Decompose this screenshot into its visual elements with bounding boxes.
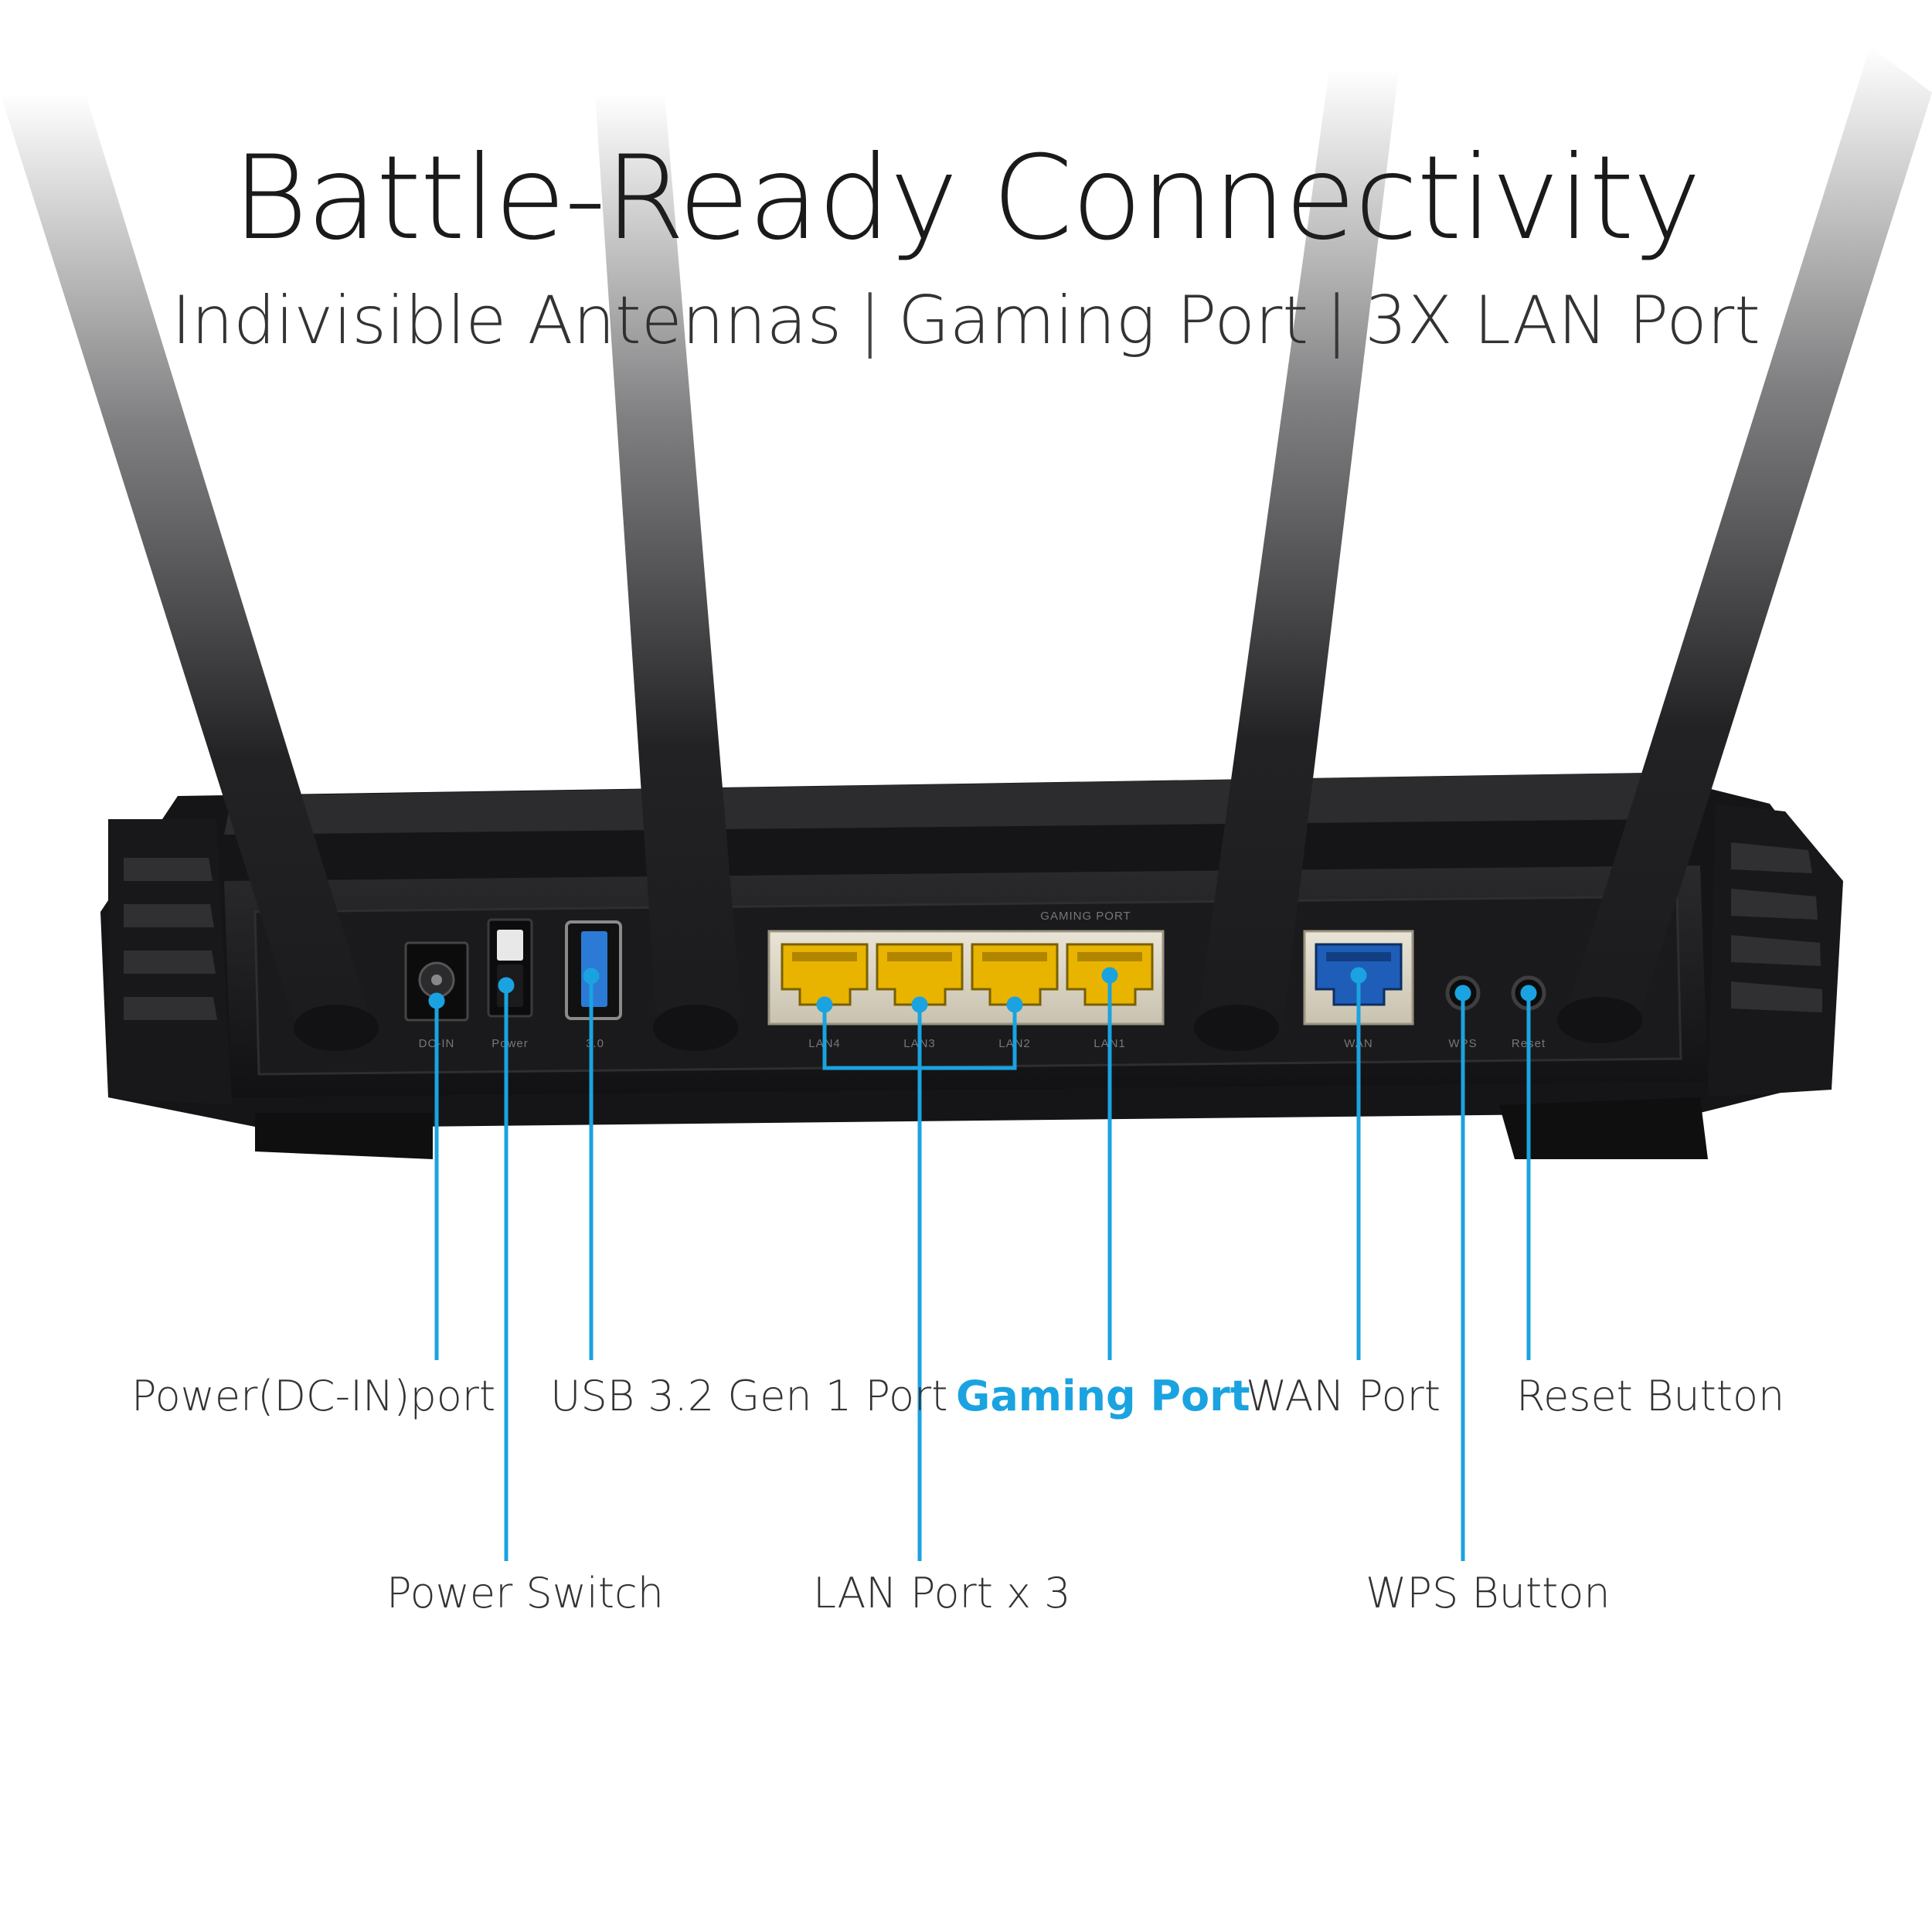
power-switch xyxy=(487,918,533,1018)
callout-lines xyxy=(428,967,1537,1561)
lan-port-4 xyxy=(781,943,869,1006)
dcin-port xyxy=(404,941,469,1022)
callout-power-switch: Power Switch xyxy=(386,1569,664,1617)
callout-wps-button: WPS Button xyxy=(1366,1569,1611,1617)
callout-lan-ports: LAN Port x 3 xyxy=(813,1569,1071,1617)
callout-gaming-port: Gaming Port xyxy=(956,1372,1250,1420)
panel-label-usb: 3.0 xyxy=(586,1037,604,1050)
callout-power-dcin-port: Power(DC-IN)port xyxy=(131,1372,496,1420)
panel-label-gaming-port: GAMING PORT xyxy=(1040,910,1131,923)
antenna-left-inner xyxy=(595,93,742,1051)
feature-gaming-port: Gaming Port xyxy=(898,282,1309,359)
feature-antennas: Indivisible Antennas xyxy=(172,282,842,359)
lan-port-block xyxy=(767,930,1165,1026)
left-side-grille xyxy=(108,819,433,1159)
antenna-left-outer xyxy=(0,93,379,1051)
antenna-right-outer xyxy=(1557,46,1932,1043)
feature-lan-ports: 3X LAN Port xyxy=(1365,282,1760,359)
lan-port-2 xyxy=(971,943,1059,1006)
callout-wan-port: WAN Port xyxy=(1246,1372,1440,1420)
antenna-right-inner xyxy=(1194,70,1399,1051)
callout-reset-button: Reset Button xyxy=(1516,1372,1785,1420)
callout-line-lan xyxy=(822,1005,1017,1561)
right-side-grille xyxy=(1499,804,1843,1159)
page-title: Battle-Ready Connectivity xyxy=(232,131,1701,266)
panel-label-power: Power xyxy=(492,1037,529,1050)
callout-usb-port: USB 3.2 Gen 1 Port xyxy=(550,1372,948,1420)
feature-separator: | xyxy=(859,282,882,359)
lan-port-3 xyxy=(876,943,964,1006)
